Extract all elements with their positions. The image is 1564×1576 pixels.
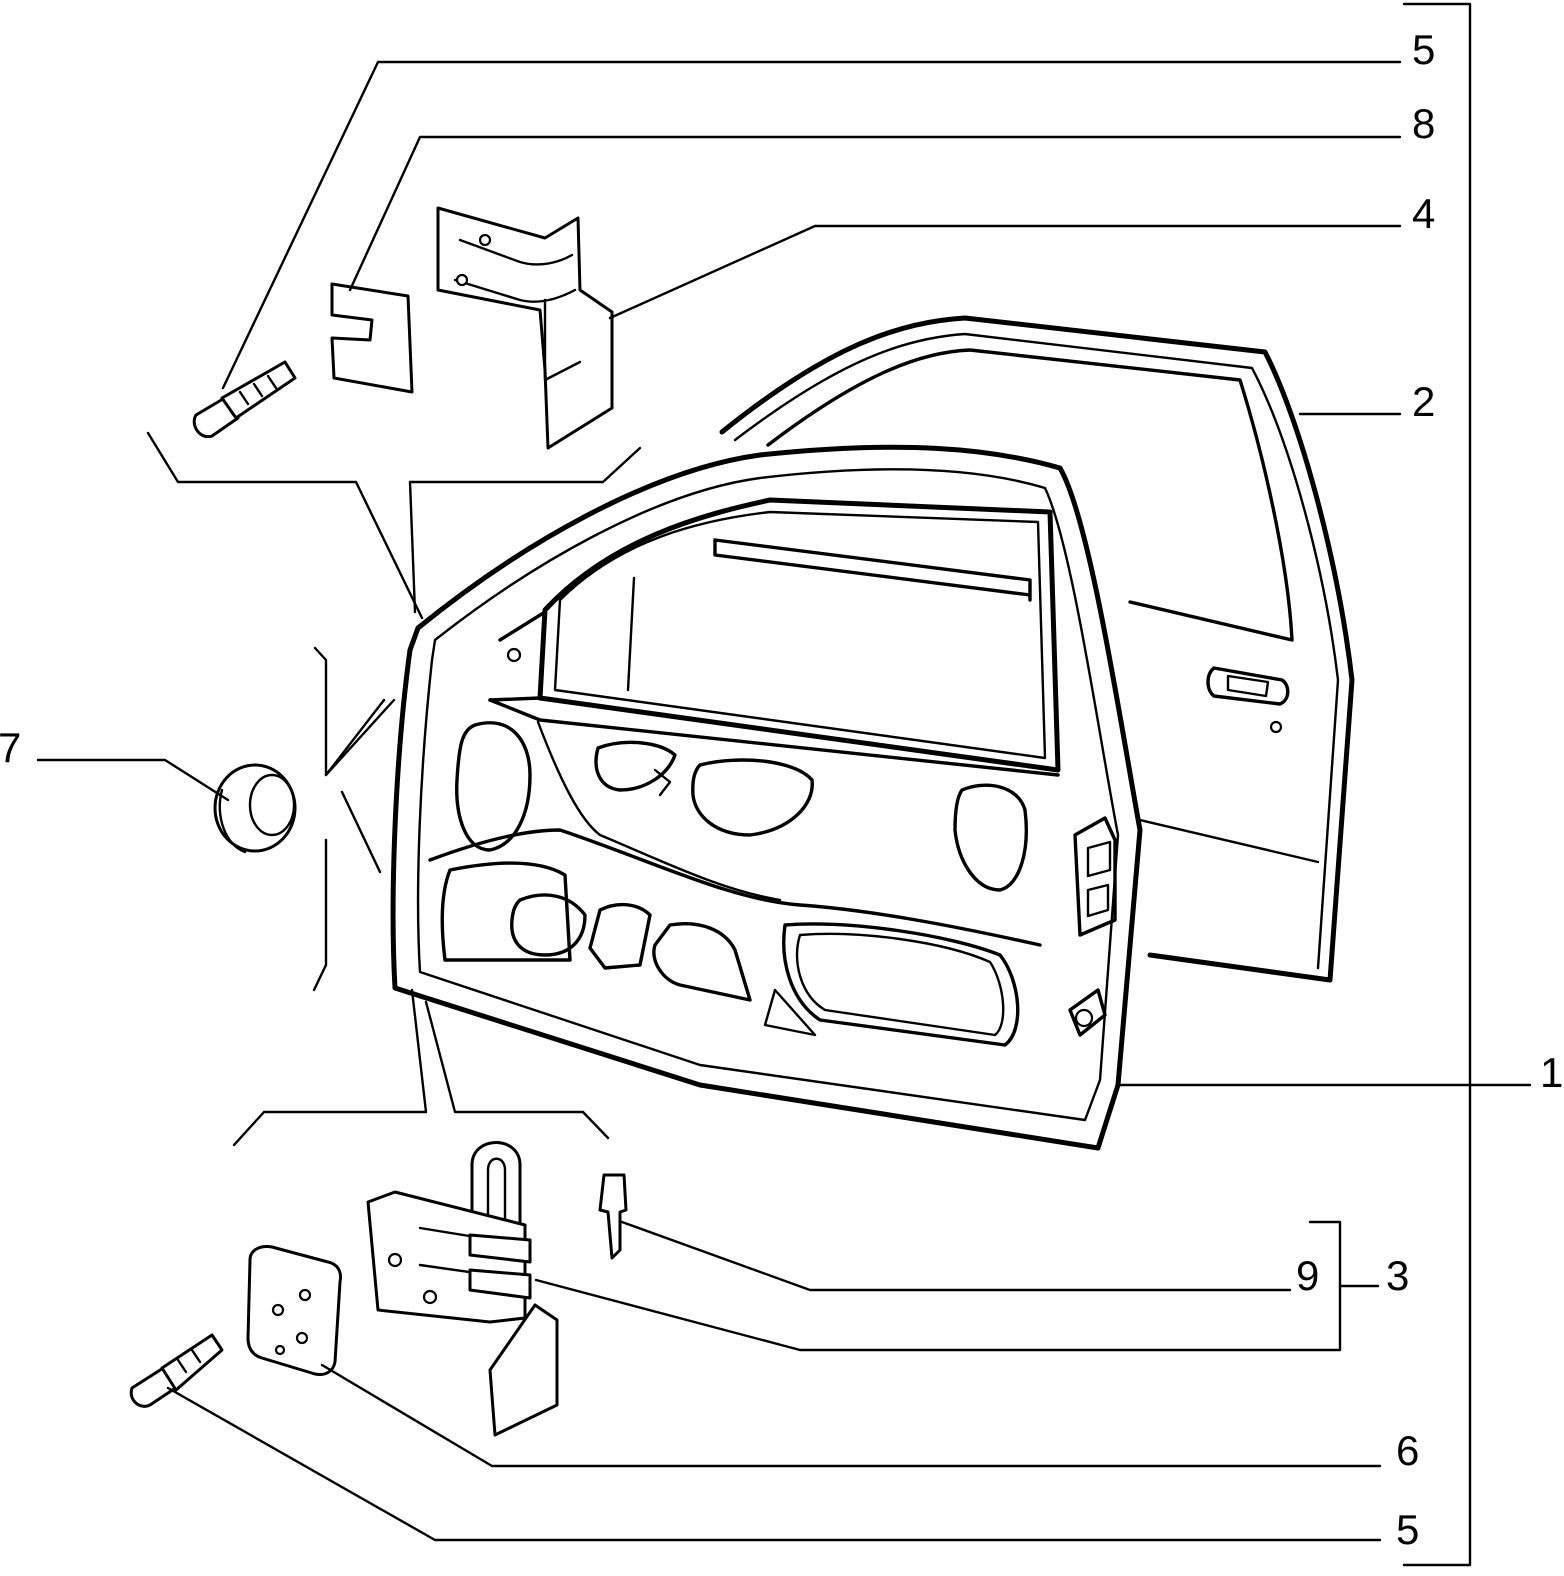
callout-1: 1 bbox=[1540, 1049, 1563, 1096]
callout-4: 4 bbox=[1412, 190, 1435, 237]
callout-9: 9 bbox=[1296, 1252, 1319, 1299]
hinge-pin bbox=[598, 1173, 628, 1260]
callout-6: 6 bbox=[1396, 1427, 1419, 1474]
upper-hinge-bolt bbox=[192, 360, 297, 439]
inner-door-frame bbox=[390, 444, 1143, 1151]
outer-door-skin bbox=[719, 315, 1355, 983]
callout-5-upper: 5 bbox=[1412, 26, 1435, 73]
skin-hole bbox=[1269, 720, 1283, 734]
callout-8: 8 bbox=[1412, 100, 1435, 147]
lower-hinge-shim bbox=[246, 1245, 342, 1376]
callout-7: 7 bbox=[0, 724, 21, 771]
lower-hinge-bolt bbox=[129, 1333, 224, 1408]
callout-labels: 5 8 4 2 7 1 9 3 6 5 bbox=[0, 26, 1563, 1553]
upper-door-hinge bbox=[436, 206, 614, 450]
assembly-guide-lines bbox=[146, 431, 642, 1147]
callout-5-lower: 5 bbox=[1396, 1506, 1419, 1553]
callout-3: 3 bbox=[1386, 1252, 1409, 1299]
lower-door-hinge bbox=[366, 1141, 559, 1437]
leader-lines bbox=[36, 60, 1532, 1542]
door-grommet bbox=[213, 763, 297, 854]
callout-2: 2 bbox=[1412, 378, 1435, 425]
assembly-bracket bbox=[1402, 2, 1472, 1567]
upper-hinge-shim bbox=[330, 282, 414, 394]
